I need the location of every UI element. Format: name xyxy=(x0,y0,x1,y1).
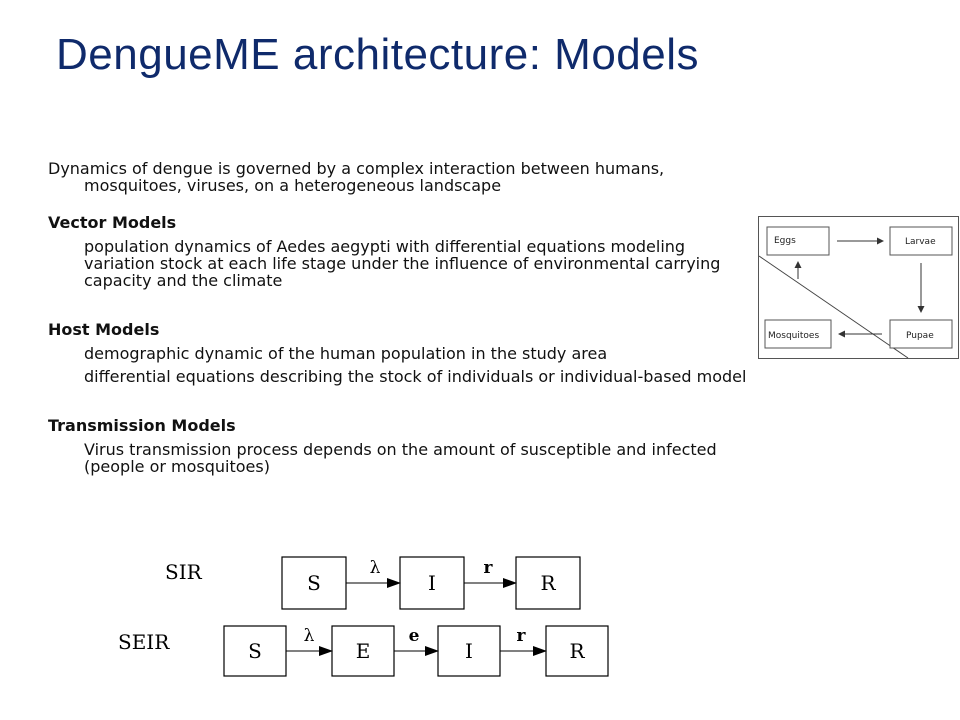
stage-label-larvae: Larvae xyxy=(905,237,936,247)
transmission-models-item: Virus transmission process depends on th… xyxy=(84,440,717,476)
sir-seir-diagrams: SIR S I R λ r SEIR S E I R λ e r xyxy=(118,556,609,677)
stage-box-pupae xyxy=(889,319,953,349)
sir-rate-r: r xyxy=(484,558,494,578)
stage-label-mosquitoes: Mosquitoes xyxy=(768,331,819,341)
sir-label: SIR xyxy=(165,560,203,584)
sir-box-i xyxy=(399,556,465,610)
stage-label-pupae: Pupae xyxy=(906,331,934,341)
intro-text: Dynamics of dengue is governed by a comp… xyxy=(48,159,665,195)
seir-label: SEIR xyxy=(118,630,170,654)
stage-box-mosquitoes xyxy=(764,319,832,349)
seir-rate-e: e xyxy=(409,626,420,646)
seir-box-s xyxy=(223,625,287,677)
stage-label-eggs: Eggs xyxy=(774,236,796,246)
vector-models-item: population dynamics of Aedes aegypti wit… xyxy=(84,237,721,290)
seir-box-i xyxy=(437,625,501,677)
slide-title: DengueME architecture: Models xyxy=(56,30,700,79)
host-models-item: demographic dynamic of the human populat… xyxy=(84,344,608,363)
vector-models-heading: Vector Models xyxy=(48,213,177,232)
sir-compartment-r: R xyxy=(540,571,556,595)
host-models-heading: Host Models xyxy=(48,320,160,339)
sir-compartment-i: I xyxy=(428,571,436,595)
sir-compartment-s: S xyxy=(307,571,321,595)
sir-rate-lambda: λ xyxy=(370,558,381,578)
transmission-models-heading: Transmission Models xyxy=(48,416,236,435)
lifecycle-diagonal xyxy=(758,255,909,359)
seir-rate-lambda: λ xyxy=(304,626,315,646)
seir-compartment-i: I xyxy=(465,639,473,663)
stage-box-larvae xyxy=(889,226,953,256)
host-models-item: differential equations describing the st… xyxy=(84,367,747,386)
seir-box-r xyxy=(545,625,609,677)
stage-box-eggs xyxy=(766,226,830,256)
seir-compartment-e: E xyxy=(356,639,371,663)
seir-compartment-s: S xyxy=(248,639,262,663)
seir-compartment-r: R xyxy=(569,639,585,663)
slide-body: Dynamics of dengue is governed by a comp… xyxy=(48,160,748,475)
mosquito-lifecycle-diagram: Eggs Larvae Pupae Mosquitoes xyxy=(758,216,959,359)
seir-rate-r: r xyxy=(517,626,527,646)
sir-box-r xyxy=(515,556,581,610)
